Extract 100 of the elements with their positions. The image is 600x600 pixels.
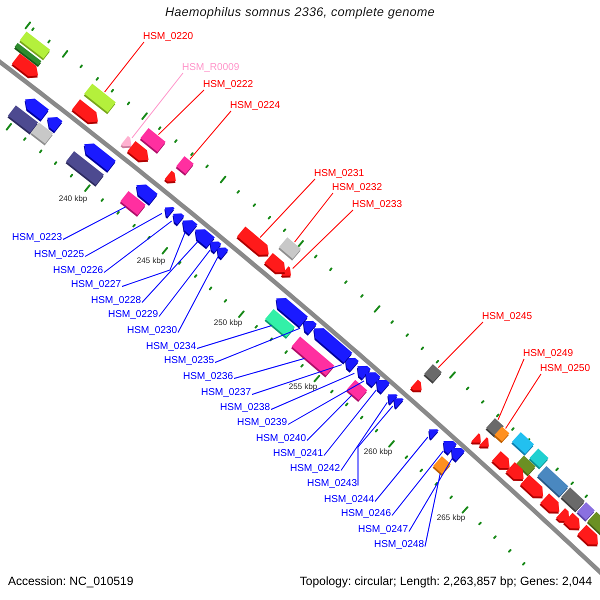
gene-feature (66, 151, 104, 187)
gene-feature (278, 237, 302, 261)
accession-text: Accession: NC_010519 (8, 575, 134, 587)
scale-label: 265 kbp (436, 514, 466, 522)
leader-line (122, 232, 186, 287)
locus-tag-label: HSM_0246 (341, 509, 392, 519)
locus-tag-label: HSM_R0009 (182, 63, 240, 73)
locus-tag-label: HSM_0229 (108, 310, 158, 320)
locus-tag-label: HSM_0226 (53, 266, 104, 276)
leader-line (62, 206, 126, 240)
locus-tag-label: HSM_0236 (183, 372, 234, 382)
locus-tag-label: HSM_0230 (127, 326, 178, 336)
scale-label: 245 kbp (136, 257, 166, 265)
gene-feature (136, 184, 158, 206)
gene-feature (313, 328, 352, 364)
leader-line (358, 406, 394, 486)
leader-line (340, 402, 388, 471)
gene-feature (450, 448, 465, 463)
gene-feature (47, 116, 63, 134)
gene-feature (11, 53, 38, 78)
gene-feature (428, 429, 439, 441)
gene-feature (164, 170, 176, 184)
locus-tag-label: HSM_0243 (307, 479, 358, 489)
gene-feature (72, 99, 98, 124)
gene-feature (432, 456, 451, 476)
gene-feature (30, 122, 54, 146)
gene-feature (491, 451, 510, 470)
leader-line (408, 458, 453, 532)
leader-line (392, 450, 444, 516)
gene-feature (236, 226, 269, 257)
genome-stats-text: Topology: circular; Length: 2,263,857 bp; Genes: 2,044 (300, 575, 592, 587)
scale-label: 255 kbp (288, 383, 318, 391)
leader-line (104, 220, 172, 273)
locus-tag-label: HSM_0250 (540, 364, 590, 374)
gene-feature (470, 433, 481, 445)
leader-line (142, 241, 198, 303)
locus-tag-label: HSM_0240 (256, 434, 306, 444)
leader-line (288, 380, 365, 425)
locus-tag-label: HSM_0245 (482, 312, 532, 322)
leader-line (132, 72, 184, 138)
locus-tag-label: HSM_0249 (523, 349, 574, 359)
locus-tag-label: HSM_0237 (201, 388, 252, 398)
locus-tag-label: HSM_0225 (34, 250, 84, 260)
leader-line (178, 256, 218, 333)
locus-tag-label: HSM_0233 (352, 200, 402, 210)
leader-line (324, 389, 377, 456)
leader-line (189, 110, 232, 160)
leader-line (158, 90, 204, 136)
scale-label: 260 kbp (364, 448, 392, 456)
gene-feature (505, 462, 524, 481)
locus-tag-label: HSM_0228 (91, 296, 142, 306)
leader-line (374, 436, 428, 502)
leader-line (505, 374, 542, 429)
locus-tag-label: HSM_0232 (332, 183, 382, 193)
diagram-title: Haemophilus somnus 2336, complete genome (164, 6, 436, 18)
gene-feature (346, 380, 368, 402)
locus-tag-label: HSM_0222 (203, 80, 254, 90)
scale-label: 250 kbp (214, 319, 242, 327)
gene-feature (511, 432, 534, 456)
leader-line (306, 394, 352, 441)
locus-tag-label: HSM_0239 (237, 418, 288, 428)
gene-feature (478, 437, 489, 449)
gene-feature (540, 493, 560, 514)
leader-line (260, 178, 316, 238)
gene-feature (164, 207, 175, 219)
locus-tag-label: HSM_0220 (143, 32, 194, 42)
leader-line (104, 42, 144, 93)
locus-tag-label: HSM_0227 (71, 280, 122, 290)
leader-line (158, 250, 210, 317)
gene-feature (424, 364, 442, 384)
gene-feature (276, 298, 308, 328)
gene-feature (410, 380, 422, 392)
gene-feature (176, 156, 194, 176)
gene-feature (172, 213, 184, 226)
locus-tag-label: HSM_0235 (164, 356, 214, 366)
gene-feature (264, 252, 286, 274)
gene-feature (494, 426, 510, 444)
locus-tag-label: HSM_0238 (220, 403, 270, 413)
locus-tag-label: HSM_0242 (290, 464, 340, 474)
gene-feature (19, 32, 50, 60)
gene-feature (7, 105, 38, 135)
leader-line (252, 364, 342, 395)
locus-tag-label: HSM_0223 (12, 233, 62, 243)
gene-feature (126, 141, 149, 162)
gene-feature (182, 220, 198, 236)
locus-tag-label: HSM_0248 (374, 540, 424, 550)
leader-line (438, 322, 484, 368)
leader-line (234, 358, 305, 379)
leader-line (498, 358, 524, 420)
gene-feature (520, 474, 544, 498)
leader-line (84, 212, 162, 257)
gene-feature (376, 380, 390, 395)
gene-feature (393, 398, 404, 410)
gene-feature (563, 512, 580, 530)
leader-line (292, 210, 354, 269)
locus-tag-label: HSM_0247 (358, 525, 408, 535)
scale-label: 240 kbp (58, 195, 88, 203)
locus-tag-label: HSM_0244 (324, 495, 374, 505)
locus-tag-label: HSM_0241 (273, 449, 324, 459)
leader-line (270, 372, 355, 410)
